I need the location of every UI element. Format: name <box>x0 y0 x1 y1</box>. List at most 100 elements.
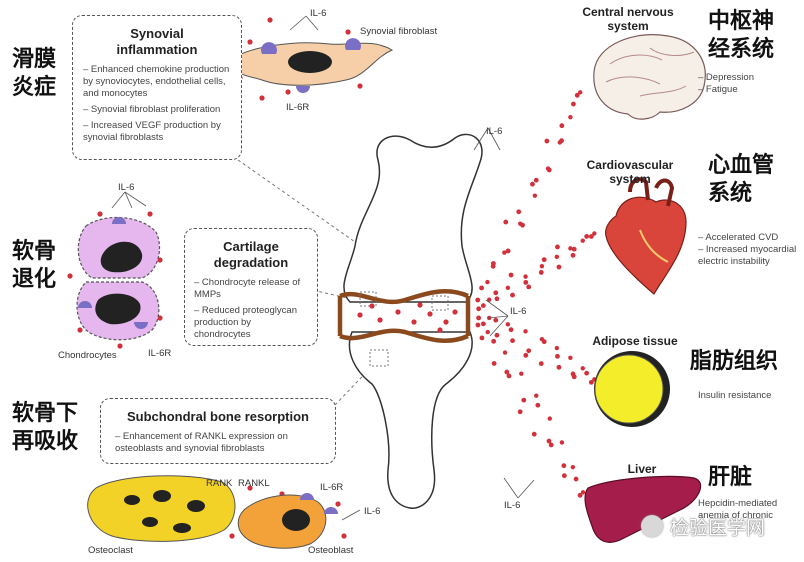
il6-dot <box>357 83 363 89</box>
synovial-inflammation-list: – Enhanced chemokine production by synov… <box>83 64 231 144</box>
il6-dot <box>561 463 567 469</box>
il6-dot <box>571 101 576 107</box>
heart-organ <box>605 177 687 295</box>
il6-dot <box>437 327 443 333</box>
il6-dot <box>521 397 527 403</box>
il6-label-liver-trail: IL-6 <box>504 500 521 511</box>
il6-dot <box>345 29 351 35</box>
il6-dot <box>580 238 585 243</box>
il6r-label-synovial: IL-6R <box>286 102 310 113</box>
list-item: – Reduced proteoglycan production by cho… <box>194 305 297 340</box>
subchondral-resorption-box: Subchondral bone resorption – Enhancemen… <box>100 398 336 464</box>
list-item: – Chondrocyte release of MMPs <box>194 277 301 300</box>
il6-dot <box>476 306 482 312</box>
il6-dot <box>369 303 375 309</box>
il6-trail-dots <box>475 90 597 498</box>
cartilage-degradation-list: – Chondrocyte release of MMPs – Reduced … <box>194 277 308 341</box>
il6-dot <box>531 431 537 437</box>
il6-dot <box>523 352 529 358</box>
cartilage-top <box>339 289 469 305</box>
il6-dot <box>535 402 541 408</box>
il6r-label-cartilage: IL-6R <box>148 348 172 359</box>
il6-dot <box>555 244 560 250</box>
cns-effects-list: – Depression – Fatigue <box>698 72 754 96</box>
il6-dot <box>574 92 580 98</box>
il6-label-joint: IL-6 <box>510 306 527 317</box>
il6-dot <box>577 492 583 498</box>
il6-dot <box>533 177 539 183</box>
il6-dot <box>580 366 585 371</box>
list-item: Hepcidin-mediated anemia of chronic <box>698 498 778 521</box>
il6-dot <box>523 274 528 279</box>
il6-dot <box>502 350 508 355</box>
il6-dot <box>546 438 552 444</box>
il6-dot <box>505 285 511 291</box>
list-item: – Increased VEGF production by synovial … <box>83 120 221 143</box>
il6-dot <box>427 311 433 317</box>
il6-dot <box>510 338 515 344</box>
label-cn-cns: 中枢神 经系统 <box>708 9 775 62</box>
il6-dot <box>502 250 507 255</box>
il6-dot <box>77 327 83 333</box>
adipose-effects-list: Insulin resistance <box>698 390 771 402</box>
il6-dot <box>517 409 523 415</box>
list-item: – Increased myocardial electric instabil… <box>698 244 797 267</box>
il6-dot <box>554 254 560 260</box>
il6-dot <box>117 343 123 349</box>
il6-dot <box>568 246 573 251</box>
il6-dot <box>506 373 512 379</box>
il6-dot <box>485 279 490 285</box>
il6-dot <box>520 222 525 228</box>
il6-dot <box>480 321 486 327</box>
il6-dot <box>532 193 538 198</box>
il6-dot <box>491 338 497 344</box>
adipose-cell <box>594 351 670 427</box>
il6-dot <box>580 490 586 495</box>
watermark-text: 检验医学网 <box>670 517 766 539</box>
il6-dot <box>486 297 492 302</box>
liver-title: Liver <box>627 462 657 476</box>
il6-dot <box>417 302 423 308</box>
list-item: Insulin resistance <box>698 390 772 401</box>
il6-dot <box>570 252 576 258</box>
il6-dot <box>504 369 510 375</box>
label-cn-synovial-inflammation: 滑膜 炎症 <box>12 47 57 100</box>
joint-il6-dots <box>67 17 458 539</box>
il6-dot <box>584 370 590 376</box>
label-cn-subchondral-resorption: 软骨下 再吸收 <box>12 401 79 454</box>
il6r-label-bone: IL-6R <box>320 482 344 493</box>
list-item: – Enhancement of RANKL expression on ost… <box>115 431 288 454</box>
il6-dot <box>494 296 500 302</box>
il6-dot <box>573 476 579 482</box>
il6-dot <box>229 533 235 539</box>
il6-label-synovial: IL-6 <box>310 8 327 19</box>
il6-label-bone: IL-6 <box>364 506 381 517</box>
il6-dot <box>530 181 535 187</box>
il6-dot <box>411 319 417 325</box>
synovial-inflammation-box: Synovial inflammation – Enhanced chemoki… <box>72 15 242 160</box>
label-cn-adipose: 脂肪组织 <box>690 349 779 374</box>
subchondral-resorption-list: – Enhancement of RANKL expression on ost… <box>115 431 321 455</box>
il6-dot <box>475 322 481 328</box>
il6-dot <box>592 231 597 236</box>
il6-dot <box>523 279 529 285</box>
il6-dot <box>508 272 514 278</box>
il6-dot <box>578 90 583 95</box>
il6-dot <box>480 303 486 309</box>
il6-dot <box>559 123 565 129</box>
cardio-effects-list: – Accelerated CVD – Increased myocardial… <box>698 232 802 268</box>
il6-dot <box>539 264 545 269</box>
il6-dot <box>147 211 153 217</box>
il6-dot <box>568 355 573 360</box>
il6-dot <box>538 270 544 275</box>
list-item: – Synovial fibroblast proliferation <box>83 104 221 115</box>
il6-label-cns-trail: IL-6 <box>486 126 503 137</box>
cartilage-bottom <box>339 328 469 343</box>
label-cn-cartilage-degradation: 软骨 退化 <box>12 239 57 292</box>
il6-dot <box>546 167 552 173</box>
cartilage-degradation-box: Cartilage degradation – Chondrocyte rele… <box>184 228 318 346</box>
il6-dot <box>485 329 490 335</box>
il6-dot <box>493 290 499 296</box>
synovial-fibroblast-label: Synovial fibroblast <box>360 26 438 37</box>
